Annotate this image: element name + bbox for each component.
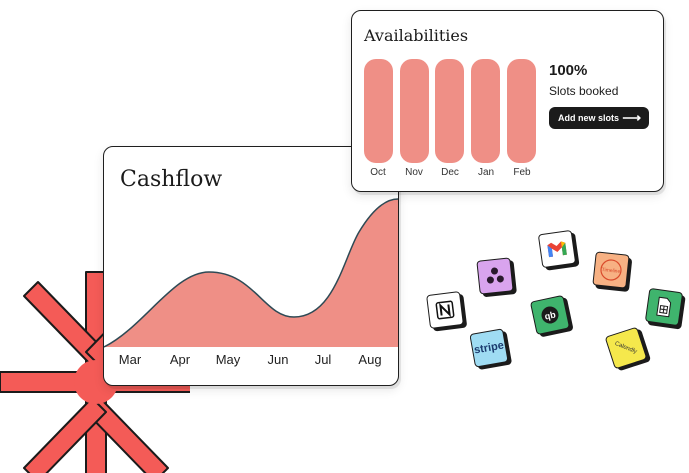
stripe-icon: stripe — [473, 339, 505, 357]
month-label: Jul — [314, 352, 332, 367]
google-sheets-tile[interactable] — [644, 287, 684, 327]
add-new-slots-label: Add new slots — [558, 113, 620, 123]
cashflow-title: Cashflow — [120, 167, 223, 192]
cashflow-card: Cashflow Mar Apr May Jun Jul Aug — [103, 146, 399, 386]
quickbooks-icon: qb — [541, 306, 559, 324]
calendly-tile[interactable]: Calendly — [604, 326, 648, 370]
availabilities-card: Availabilities Oct Nov Dec Jan Feb 100% … — [351, 10, 664, 192]
timeline-icon: Timeline — [600, 259, 622, 281]
month-label: Apr — [169, 352, 191, 367]
availability-bar — [435, 59, 464, 163]
availability-bar — [507, 59, 536, 163]
availability-bar — [471, 59, 500, 163]
month-label: Mar — [118, 352, 142, 367]
calendly-icon: Calendly — [614, 340, 638, 356]
quickbooks-tile[interactable]: qb — [529, 294, 571, 336]
availability-bar — [400, 59, 429, 163]
bar-month-label: Dec — [441, 167, 459, 178]
asana-icon — [486, 267, 504, 284]
asana-tile[interactable] — [476, 257, 514, 295]
month-label: Jun — [267, 352, 289, 367]
notion-tile[interactable] — [426, 291, 464, 329]
arrow-right-icon: ⟶ — [622, 110, 641, 125]
month-label: Aug — [358, 352, 382, 367]
bar-month-label: Jan — [477, 167, 495, 178]
booked-status: Slots booked — [549, 84, 619, 98]
svg-text:Timeline: Timeline — [601, 267, 620, 275]
cashflow-area-chart — [104, 198, 398, 348]
timeline-tile[interactable]: Timeline — [592, 251, 630, 289]
gmail-tile[interactable] — [537, 229, 577, 269]
booked-percent: 100% — [549, 62, 588, 79]
bar-month-label: Oct — [370, 167, 386, 178]
cashflow-month-axis: Mar Apr May Jun Jul Aug — [104, 352, 398, 372]
availabilities-title: Availabilities — [364, 26, 469, 45]
bar-month-label: Feb — [513, 167, 531, 178]
google-sheets-icon — [656, 296, 672, 318]
notion-icon — [435, 300, 455, 320]
availability-bar — [364, 59, 393, 163]
svg-text:qb: qb — [544, 309, 557, 321]
month-label: May — [215, 352, 241, 367]
add-new-slots-button[interactable]: Add new slots ⟶ — [549, 107, 649, 129]
stripe-tile[interactable]: stripe — [469, 328, 509, 368]
bar-month-label: Nov — [405, 167, 423, 178]
gmail-icon — [547, 241, 567, 258]
